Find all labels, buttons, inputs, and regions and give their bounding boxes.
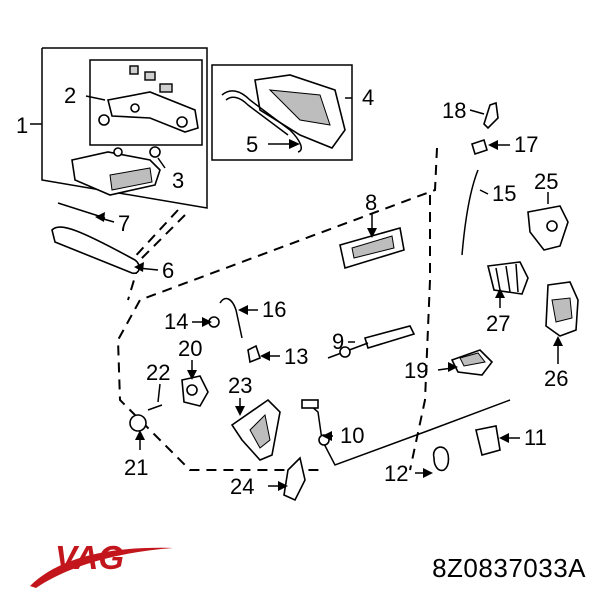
part-26-lock-mechanism	[545, 281, 579, 337]
part-18-bolt	[483, 101, 499, 130]
part-21-cylinder	[129, 414, 147, 432]
part-20-lock	[181, 375, 209, 407]
part-15-rod	[461, 169, 479, 256]
part-17-clip	[471, 138, 488, 156]
callout-17: 17	[514, 132, 538, 157]
brand-name: VAG	[55, 539, 125, 576]
part-12-clip	[432, 446, 450, 472]
callout-21: 21	[124, 455, 148, 480]
callout-9: 9	[332, 329, 344, 354]
leader-lines	[85, 95, 563, 491]
part-number: 8Z0837033A	[432, 553, 586, 583]
callout-22: 22	[146, 360, 170, 385]
part-5-seal	[221, 90, 302, 153]
callout-13: 13	[284, 344, 308, 369]
part-6-trim	[51, 226, 141, 275]
part-27-boot	[487, 261, 529, 295]
part-19-bracket	[450, 349, 494, 376]
callout-10: 10	[340, 423, 364, 448]
callout-18: 18	[442, 98, 466, 123]
callout-16: 16	[262, 297, 286, 322]
callout-14: 14	[164, 309, 188, 334]
part-25-hinge	[527, 205, 569, 251]
part-16-hose	[219, 297, 243, 339]
part-7-trim-strip	[57, 202, 106, 219]
callout-4: 4	[362, 85, 374, 110]
callout-20: 20	[178, 336, 202, 361]
part-3-outer-handle	[71, 146, 161, 196]
callout-24: 24	[230, 474, 254, 499]
part-24-plate	[283, 456, 306, 502]
callout-19: 19	[404, 358, 428, 383]
callout-5: 5	[246, 132, 258, 157]
group-box-4	[211, 64, 353, 161]
callout-3: 3	[172, 168, 184, 193]
part-22-screw	[147, 404, 163, 411]
callout-26: 26	[544, 366, 568, 391]
callout-7: 7	[118, 211, 130, 236]
part-9-rod	[327, 325, 416, 359]
callout-2: 2	[64, 83, 76, 108]
callout-8: 8	[365, 190, 377, 215]
callout-15: 15	[492, 181, 516, 206]
part-13-clip	[247, 344, 261, 364]
callout-labels: 1 2 3 4 5 6 7 8 9 10 11 12 13 14 15 16 1…	[16, 83, 568, 499]
part-8-inner-handle	[339, 226, 405, 270]
callout-12: 12	[384, 461, 408, 486]
callout-11: 11	[524, 425, 547, 450]
callout-23: 23	[228, 373, 252, 398]
group-box-1	[30, 47, 208, 209]
part-4-handle-bracket	[254, 74, 346, 149]
callout-25: 25	[534, 169, 558, 194]
part-23-bracket	[230, 398, 281, 461]
part-2-handle-carrier	[98, 65, 199, 133]
callout-6: 6	[162, 258, 174, 283]
callout-1: 1	[16, 113, 28, 138]
part-11-clip	[475, 425, 501, 456]
vag-logo-swoosh	[30, 547, 173, 588]
callout-27: 27	[486, 311, 510, 336]
